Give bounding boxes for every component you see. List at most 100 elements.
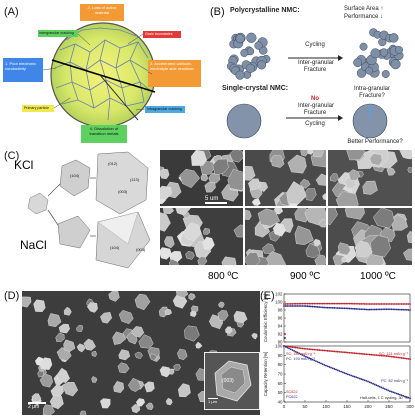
sem-crystal <box>164 308 172 316</box>
inset-scale-bar: 1 μm <box>208 398 218 405</box>
data-point-pc622-coulombic <box>326 306 329 309</box>
data-point-sc622-coulombic <box>360 302 363 305</box>
sem-crystal <box>217 310 229 321</box>
poly-title: Polycrystalline NMC: <box>230 7 300 14</box>
primary-grain <box>365 66 374 75</box>
data-point-pc622-retention <box>378 385 381 388</box>
data-point-pc622-retention <box>402 394 405 397</box>
sem-crystal <box>160 247 172 260</box>
data-point-pc622-coulombic <box>296 305 299 307</box>
sem-crystal <box>91 376 98 383</box>
data-point-sc622-retention <box>388 355 391 358</box>
ylabel-retention: Capacity Retention [%] <box>263 352 268 397</box>
sem-crystal <box>386 167 396 176</box>
sem-crystal <box>113 381 125 394</box>
sem-crystal <box>118 310 134 325</box>
data-point-pc622-coulombic <box>336 307 339 309</box>
data-point-sc622-retention <box>294 346 297 349</box>
data-point-sc622-retention <box>367 353 369 356</box>
data-point-sc622-retention <box>377 354 379 357</box>
data-point-sc622-coulombic <box>340 302 343 305</box>
data-point-pc622-retention <box>362 378 364 381</box>
data-point-sc622-retention <box>392 355 395 358</box>
data-point-pc622-coulombic <box>299 305 302 307</box>
sem-crystal <box>177 383 191 398</box>
data-point-pc622-retention <box>360 378 363 380</box>
data-point-sc622-retention <box>402 357 405 360</box>
data-point-sc622-coulombic <box>335 302 337 305</box>
data-point-sc622-retention <box>303 347 306 350</box>
label-primary-particle: Primary particle <box>24 106 49 110</box>
data-point-sc622-coulombic <box>284 303 287 305</box>
sem-crystal <box>212 158 229 175</box>
data-point-sc622-coulombic <box>355 302 358 305</box>
data-point-sc622-coulombic <box>313 302 316 305</box>
sem-crystal <box>75 324 83 333</box>
data-point-pc622-retention <box>365 379 368 382</box>
data-point-pc622-coulombic <box>338 307 341 310</box>
data-point-pc622-retention <box>400 394 403 397</box>
data-point-pc622-coulombic <box>350 307 353 310</box>
sem-crystal <box>251 198 261 206</box>
data-point-sc622-retention <box>308 348 311 351</box>
data-point-sc622-retention <box>355 352 358 355</box>
sem-crystal <box>225 326 233 335</box>
data-point-pc622-coulombic <box>382 308 385 311</box>
data-point-pc622-coulombic <box>311 305 314 308</box>
panel-b-letter: (B) <box>210 6 225 18</box>
sem-crystal <box>37 370 45 378</box>
facet-label-5: (104) <box>110 245 120 250</box>
data-point-sc622-coulombic <box>298 302 301 305</box>
sem-crystal <box>227 169 243 191</box>
sem-crystal <box>335 191 359 206</box>
data-point-pc622-coulombic <box>284 305 287 307</box>
data-point-sc622-retention <box>375 354 378 357</box>
sem-crystal <box>204 181 216 193</box>
data-point-pc622-retention <box>363 379 366 382</box>
sem-crystal <box>245 166 256 181</box>
data-point-sc622-coulombic <box>383 303 386 305</box>
data-point-pc622-retention <box>382 387 385 390</box>
data-point-pc622-coulombic <box>283 305 285 307</box>
data-point-sc622-retention <box>360 352 363 355</box>
ylabel-coulombic: Coulombic Efficiency [%] <box>263 294 268 342</box>
data-point-sc622-coulombic <box>380 303 383 305</box>
box-loss-active <box>80 4 124 21</box>
data-point-sc622-coulombic <box>405 303 408 305</box>
data-point-sc622-retention <box>289 345 292 348</box>
data-point-sc622-coulombic <box>378 303 381 305</box>
data-point-sc622-coulombic <box>362 303 364 305</box>
d-scale-bar: 2 μm <box>28 402 46 410</box>
sem-nacl-1000 <box>328 208 412 265</box>
sem-crystal <box>257 208 280 227</box>
data-point-sc622-coulombic <box>351 302 354 305</box>
data-point-sc622-coulombic <box>299 302 302 305</box>
intra-question-1: Intra-granular <box>353 86 391 92</box>
panel-c: (C) KCl NaCl (104) (012) (113) (003) (10… <box>0 148 415 288</box>
data-point-pc622-coulombic <box>348 307 351 310</box>
data-point-sc622-retention <box>313 348 316 351</box>
data-point-pc622-coulombic <box>387 308 390 311</box>
data-point-pc622-coulombic <box>298 305 301 307</box>
poly-fracture: Fracture <box>303 67 327 73</box>
data-point-pc622-retention <box>351 375 354 377</box>
sem-crystal <box>168 258 179 265</box>
sem-crystal <box>313 238 321 247</box>
data-point-sc622-retention <box>387 355 390 358</box>
data-point-sc622-retention <box>350 352 353 354</box>
sem-crystal <box>149 353 158 361</box>
data-point-sc622-retention <box>288 345 290 348</box>
data-point-pc622-retention <box>299 353 302 356</box>
data-point-pc622-retention <box>372 382 374 385</box>
data-point-pc622-coulombic <box>345 307 348 310</box>
primary-grain <box>353 58 363 68</box>
sem-crystal <box>312 150 324 158</box>
primary-grain <box>235 70 245 80</box>
data-point-pc622-coulombic <box>355 308 358 310</box>
data-point-pc622-coulombic <box>400 308 403 311</box>
data-point-pc622-retention <box>355 376 358 379</box>
sem-crystal <box>175 208 191 216</box>
sem-crystal <box>245 209 252 220</box>
data-point-sc622-coulombic <box>363 303 366 305</box>
sem-crystal <box>160 168 170 180</box>
